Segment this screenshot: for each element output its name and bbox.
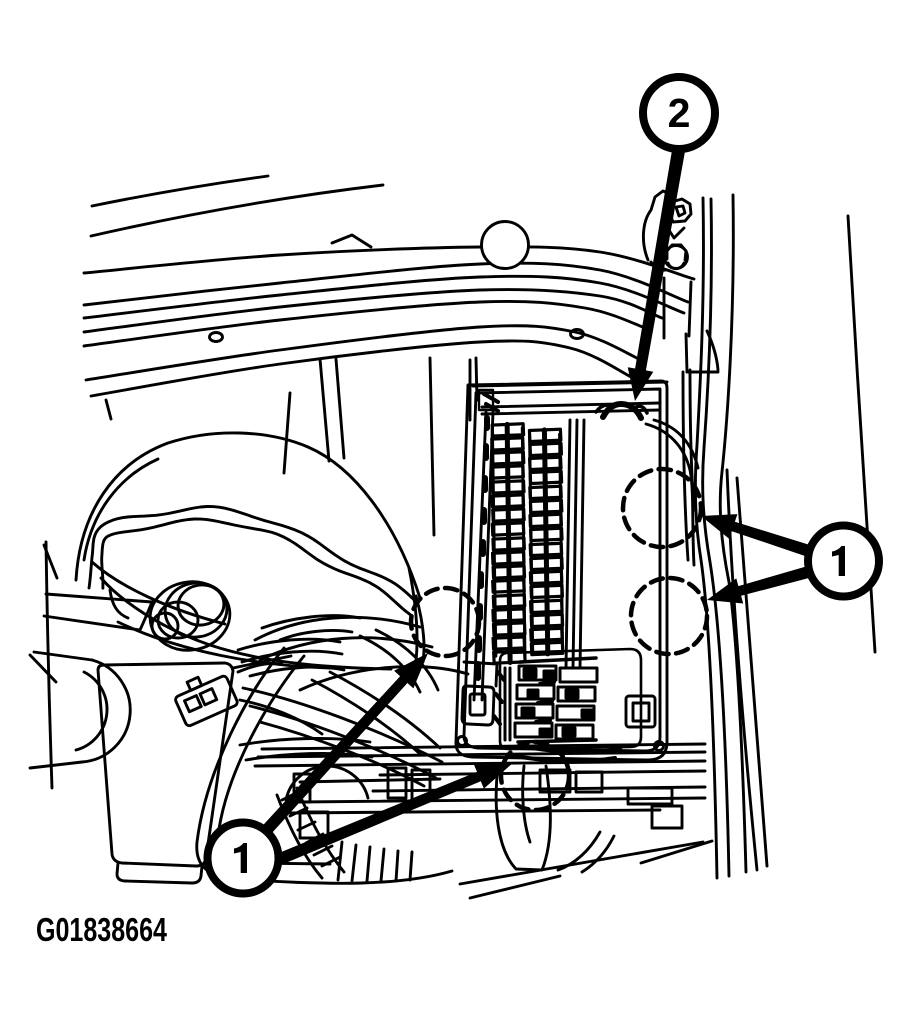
svg-text:2: 2	[668, 90, 691, 136]
svg-text:G01838664: G01838664	[36, 911, 167, 948]
